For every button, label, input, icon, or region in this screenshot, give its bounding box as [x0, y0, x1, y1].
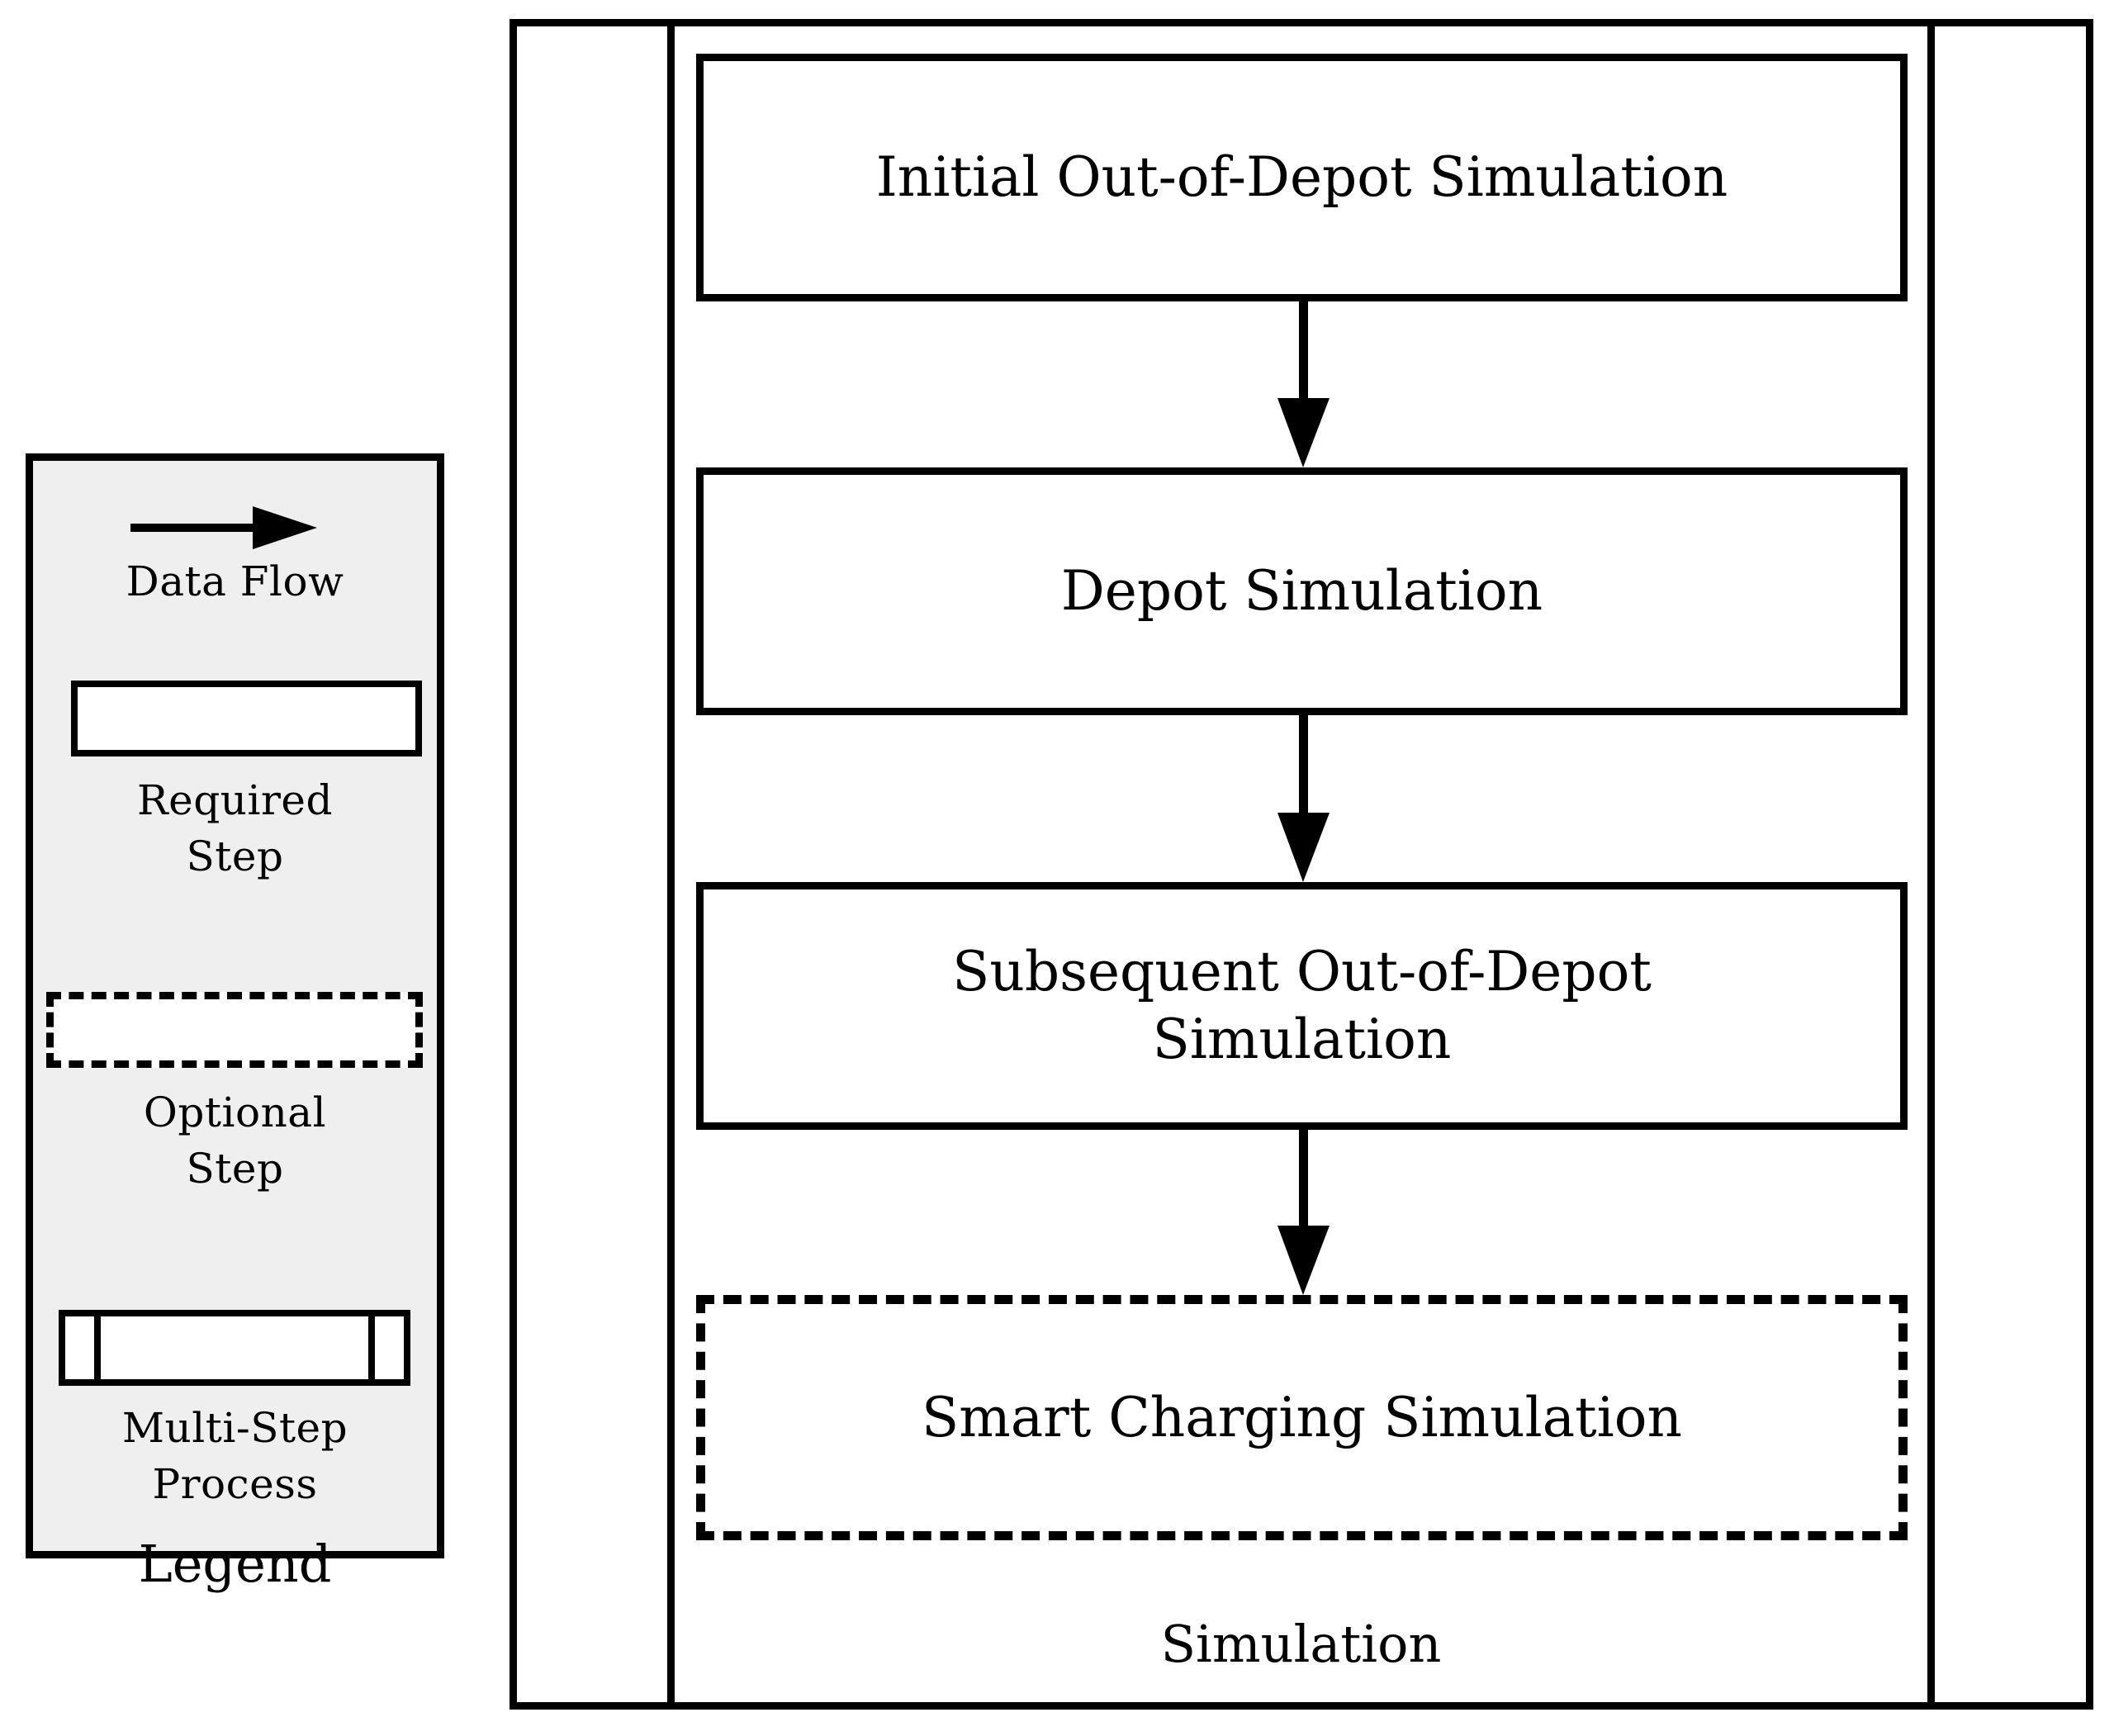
legend-item-label-required-step-line1: Required: [137, 776, 333, 824]
legend-content: Data Flow Required Step Optional Step Mu…: [33, 461, 437, 1594]
flow-node-label-line1: Subsequent Out-of-Depot: [952, 940, 1652, 1003]
multi-step-divider-right: [368, 1316, 375, 1379]
arrow-head: [1277, 398, 1330, 467]
legend-item-label-required-step-line2: Step: [186, 832, 284, 880]
flow-node-smart-charging[interactable]: Smart Charging Simulation: [696, 1295, 1908, 1540]
flow-arrow-initial-to-depot: [1277, 301, 1330, 467]
legend-panel: Data Flow Required Step Optional Step Mu…: [26, 453, 444, 1594]
legend-item-label-optional-step-line1: Optional: [143, 1089, 327, 1136]
multi-step-divider-left: [94, 1316, 101, 1379]
legend-title: Legend: [138, 1534, 332, 1594]
flow-arrow-subsequent-to-smart-charging: [1277, 1130, 1330, 1295]
flow-node-label: Subsequent Out-of-Depot Simulation: [932, 938, 1671, 1074]
flow-node-initial-out-of-depot[interactable]: Initial Out-of-Depot Simulation: [696, 54, 1908, 301]
flow-node-label: Depot Simulation: [1060, 559, 1543, 623]
arrow-shaft: [1299, 1130, 1308, 1226]
flow-node-label: Initial Out-of-Depot Simulation: [875, 145, 1728, 209]
flow-arrow-depot-to-subsequent: [1277, 715, 1330, 882]
flow-node-subsequent-out-of-depot[interactable]: Subsequent Out-of-Depot Simulation: [696, 882, 1908, 1130]
flow-node-depot[interactable]: Depot Simulation: [696, 467, 1908, 715]
legend-item-label-multi-step-line1: Multi-Step: [121, 1404, 348, 1452]
arrow-shaft: [1299, 715, 1308, 813]
arrow-head: [1277, 813, 1330, 882]
dashed-rectangle-icon: [46, 992, 423, 1068]
flow-node-label: Smart Charging Simulation: [922, 1385, 1682, 1449]
arrow-head: [1277, 1226, 1330, 1295]
legend-item-label-optional-step-line2: Step: [186, 1145, 284, 1193]
arrow-shaft: [130, 524, 256, 532]
legend-item-label-multi-step-line2: Process: [152, 1460, 318, 1508]
diagram-group-label: Simulation: [1160, 1614, 1442, 1674]
diagram-inner-container: [667, 19, 1935, 1710]
multi-step-rectangle-icon: [59, 1310, 410, 1386]
flow-node-label-line2: Simulation: [1152, 1008, 1452, 1071]
legend-item-label-data-flow: Data Flow: [126, 557, 344, 605]
arrow-right-icon: [130, 506, 320, 549]
solid-rectangle-icon: [71, 681, 422, 757]
arrow-shaft: [1299, 301, 1308, 398]
arrow-head: [253, 506, 317, 549]
